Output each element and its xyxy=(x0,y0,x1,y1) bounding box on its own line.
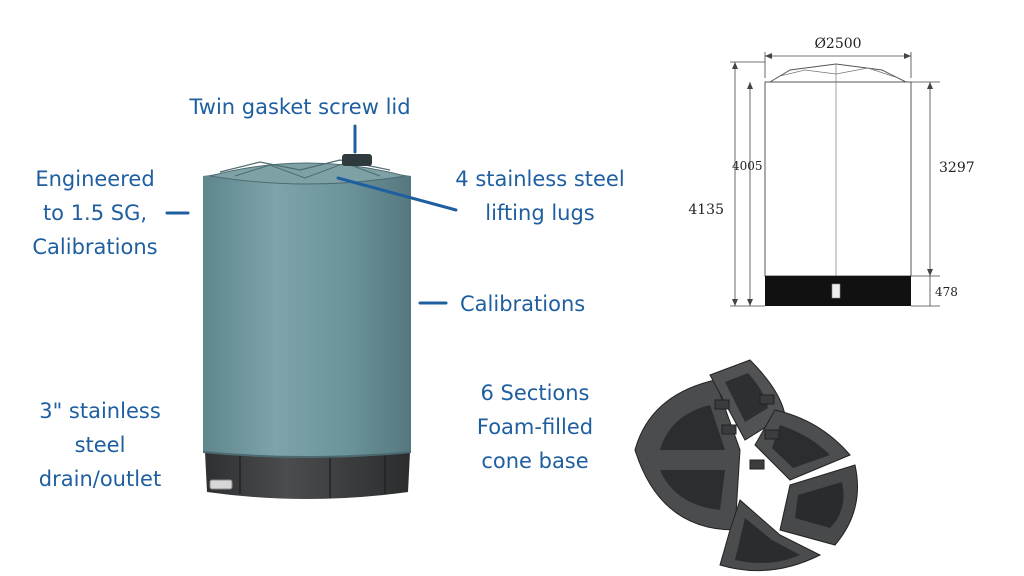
leader-lines xyxy=(165,124,458,305)
tank-base xyxy=(205,452,410,499)
tank-illustration xyxy=(202,154,412,499)
dim-base-height: 478 xyxy=(935,285,958,299)
label-engineered-calibrations: Engineered to 1.5 SG, Calibrations xyxy=(32,167,158,259)
label-lifting-lugs: 4 stainless steel lifting lugs xyxy=(455,167,625,225)
leader-lugs xyxy=(336,176,458,212)
dim-body-height: 4005 xyxy=(732,159,763,173)
dim-diameter: Ø2500 xyxy=(814,36,861,52)
cone-base-sections xyxy=(634,359,858,572)
screw-lid xyxy=(342,154,372,166)
dim-overall-height: 4135 xyxy=(688,202,724,218)
label-cone-base: 6 Sections Foam-filled cone base xyxy=(476,381,594,473)
label-twin-gasket-screw-lid: Twin gasket screw lid xyxy=(189,95,411,119)
technical-drawing: Ø2500 4135 4005 3297 478 xyxy=(688,36,975,307)
dim-shell-height: 3297 xyxy=(939,160,975,176)
label-drain-outlet: 3" stainless steel drain/outlet xyxy=(38,399,162,491)
tank-body xyxy=(203,168,411,457)
drain-outlet-pipe xyxy=(209,479,233,490)
label-calibrations: Calibrations xyxy=(460,292,586,316)
drawing-tank-body xyxy=(764,81,912,277)
